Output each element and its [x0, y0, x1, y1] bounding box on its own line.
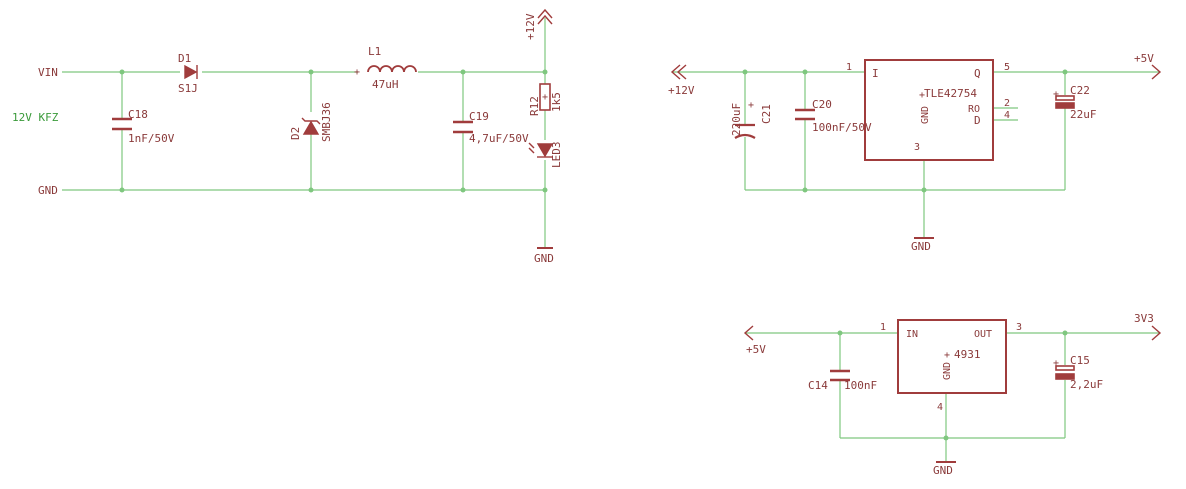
u1-pin-out-label: Q	[974, 67, 981, 80]
d2-value: SMBJ36	[320, 102, 333, 142]
v3v3-label: 3V3	[1134, 312, 1154, 325]
l1-name: L1	[368, 45, 381, 58]
v5-in-label: +5V	[746, 343, 766, 356]
c20-value: 100nF/50V	[812, 121, 872, 134]
u2-pin-out-label: OUT	[974, 329, 992, 340]
u1-origin-marker: +	[919, 90, 925, 101]
c21-capacitor	[734, 123, 756, 139]
c15-capacitor	[1055, 365, 1075, 380]
c19-value: 4,7uF/50V	[469, 132, 529, 145]
u2-pin-gnd-number: 4	[937, 402, 943, 413]
c15-name: C15	[1070, 354, 1090, 367]
c18-capacitor	[112, 117, 132, 131]
c21-polarity: +	[748, 100, 754, 111]
led3-name: LED3	[550, 142, 563, 169]
v12-top-arrow	[537, 8, 553, 25]
d2-tvs-diode	[301, 117, 321, 135]
u1-regulator-body	[864, 59, 994, 161]
u1-pin-in-label: I	[872, 67, 879, 80]
u1-name: TLE42754	[924, 87, 977, 100]
u1-pin-gnd-number: 3	[914, 142, 920, 153]
c20-capacitor	[795, 108, 815, 121]
led3-diode	[528, 142, 554, 158]
r12-pin-marker: +	[542, 92, 548, 103]
d1-diode	[184, 64, 198, 80]
u1-pin-gnd-label: GND	[920, 106, 931, 124]
v3v3-arrow	[1151, 325, 1162, 341]
u2-pin-in-number: 1	[880, 322, 886, 333]
note-label: 12V KFZ	[12, 111, 59, 124]
c22-name: C22	[1070, 84, 1090, 97]
v5-in-arrow	[743, 325, 754, 341]
junctions-3	[837, 330, 1068, 441]
c14-capacitor	[830, 369, 850, 382]
v5-out-label: +5V	[1134, 52, 1154, 65]
u2-origin-marker: +	[944, 350, 950, 361]
u2-pin-out-number: 3	[1016, 322, 1022, 333]
r12-value: 1k5	[550, 92, 563, 112]
junctions-1	[119, 69, 548, 193]
v12-left-arrow	[670, 64, 687, 80]
c21-value: 220uF	[730, 103, 743, 136]
l1-value: 47uH	[372, 78, 399, 91]
c20-name: C20	[812, 98, 832, 111]
gnd-led-label: GND	[534, 252, 554, 265]
c22-value: 22uF	[1070, 108, 1097, 121]
c22-polarity: +	[1053, 89, 1059, 100]
gnd-reg1-label: GND	[911, 240, 931, 253]
u1-pin-d-label: D	[974, 114, 981, 127]
u1-pin-in-number: 1	[846, 62, 852, 73]
c22-capacitor	[1055, 95, 1075, 109]
u1-pin-ro-number: 2	[1004, 98, 1010, 109]
reg5v-wires	[672, 71, 1160, 238]
c15-polarity: +	[1053, 358, 1059, 369]
u2-name: 4931	[954, 348, 981, 361]
c18-value: 1nF/50V	[128, 132, 175, 145]
c19-name: C19	[469, 110, 489, 123]
r12-resistor	[539, 83, 551, 111]
c18-name: C18	[128, 108, 148, 121]
c21-name: C21	[760, 104, 773, 124]
l1-pin-marker: +	[354, 67, 360, 78]
c15-value: 2,2uF	[1070, 378, 1103, 391]
u1-pin-d-number: 4	[1004, 110, 1010, 121]
u1-pin-ro-label: RO	[968, 104, 980, 115]
r12-name: R12	[528, 96, 541, 116]
u2-regulator-body	[897, 319, 1007, 394]
c14-name: C14	[808, 379, 828, 392]
junctions-2	[742, 69, 1068, 193]
u2-pin-gnd-label: GND	[942, 362, 953, 380]
c19-capacitor	[453, 120, 473, 134]
c14-value: 100nF	[844, 379, 877, 392]
d1-value: S1J	[178, 82, 198, 95]
d2-name: D2	[289, 127, 302, 140]
v12-left-label: +12V	[668, 84, 695, 97]
gnd-net-label: GND	[38, 184, 58, 197]
reg3v3-wires	[745, 332, 1160, 462]
d1-name: D1	[178, 52, 191, 65]
l1-inductor	[367, 65, 417, 73]
gnd-reg2-label: GND	[933, 464, 953, 477]
vin-net-label: VIN	[38, 66, 58, 79]
v5-out-arrow	[1151, 64, 1162, 80]
u1-pin-out-number: 5	[1004, 62, 1010, 73]
u2-pin-in-label: IN	[906, 329, 918, 340]
v12-top-label: +12V	[524, 13, 537, 40]
